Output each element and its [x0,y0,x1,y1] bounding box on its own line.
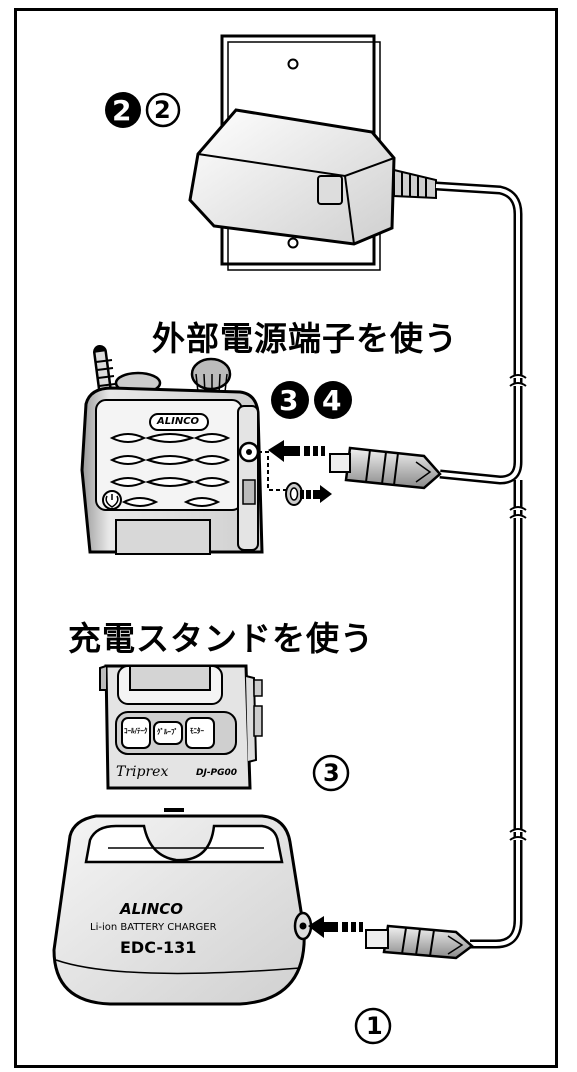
dc-cable [435,181,527,949]
step-marker-shapes [105,92,392,1045]
insert-arrow-lower [308,916,363,938]
step-marker-stand: 3 [323,759,340,787]
remove-cover-arrow [300,485,332,503]
radio-key-label-3: ﾓﾆﾀｰ [190,727,204,735]
charger-brand: ALINCO [120,900,184,918]
charger-description: Li-ion BATTERY CHARGER [90,922,217,933]
step-marker-adapter-filled: 2 [112,94,132,127]
jack-cover [285,482,303,506]
handheld-radio-lower [99,664,263,790]
step-marker-adapter-outlined: 2 [154,96,171,124]
ac-adapter [188,108,437,246]
radio-brand-label: ALINCO [157,416,200,427]
dc-plug-lower [365,924,474,960]
step-marker-cable: 1 [366,1012,383,1040]
radio-key-label-2: ｸﾞﾙｰﾌﾟ [157,728,178,736]
heading-charging-stand: 充電スタンドを使う [68,619,374,658]
diagram-border [14,8,558,1068]
dc-plug-upper [329,446,442,490]
step-marker-radio-a: 3 [279,384,299,417]
insert-arrow-upper [268,440,325,462]
radio-model-name: Triprex [116,764,169,780]
handheld-radio-upper [80,345,286,555]
radio-key-label-1: ｺｰﾙ/ﾃｰｸ [124,727,148,735]
charger-stand [52,814,313,1006]
radio-model-number: DJ-PG00 [196,768,238,778]
charger-model: EDC-131 [120,938,197,957]
heading-external-power: 外部電源端子を使う [152,319,458,358]
step-marker-radio-b: 4 [322,384,342,417]
